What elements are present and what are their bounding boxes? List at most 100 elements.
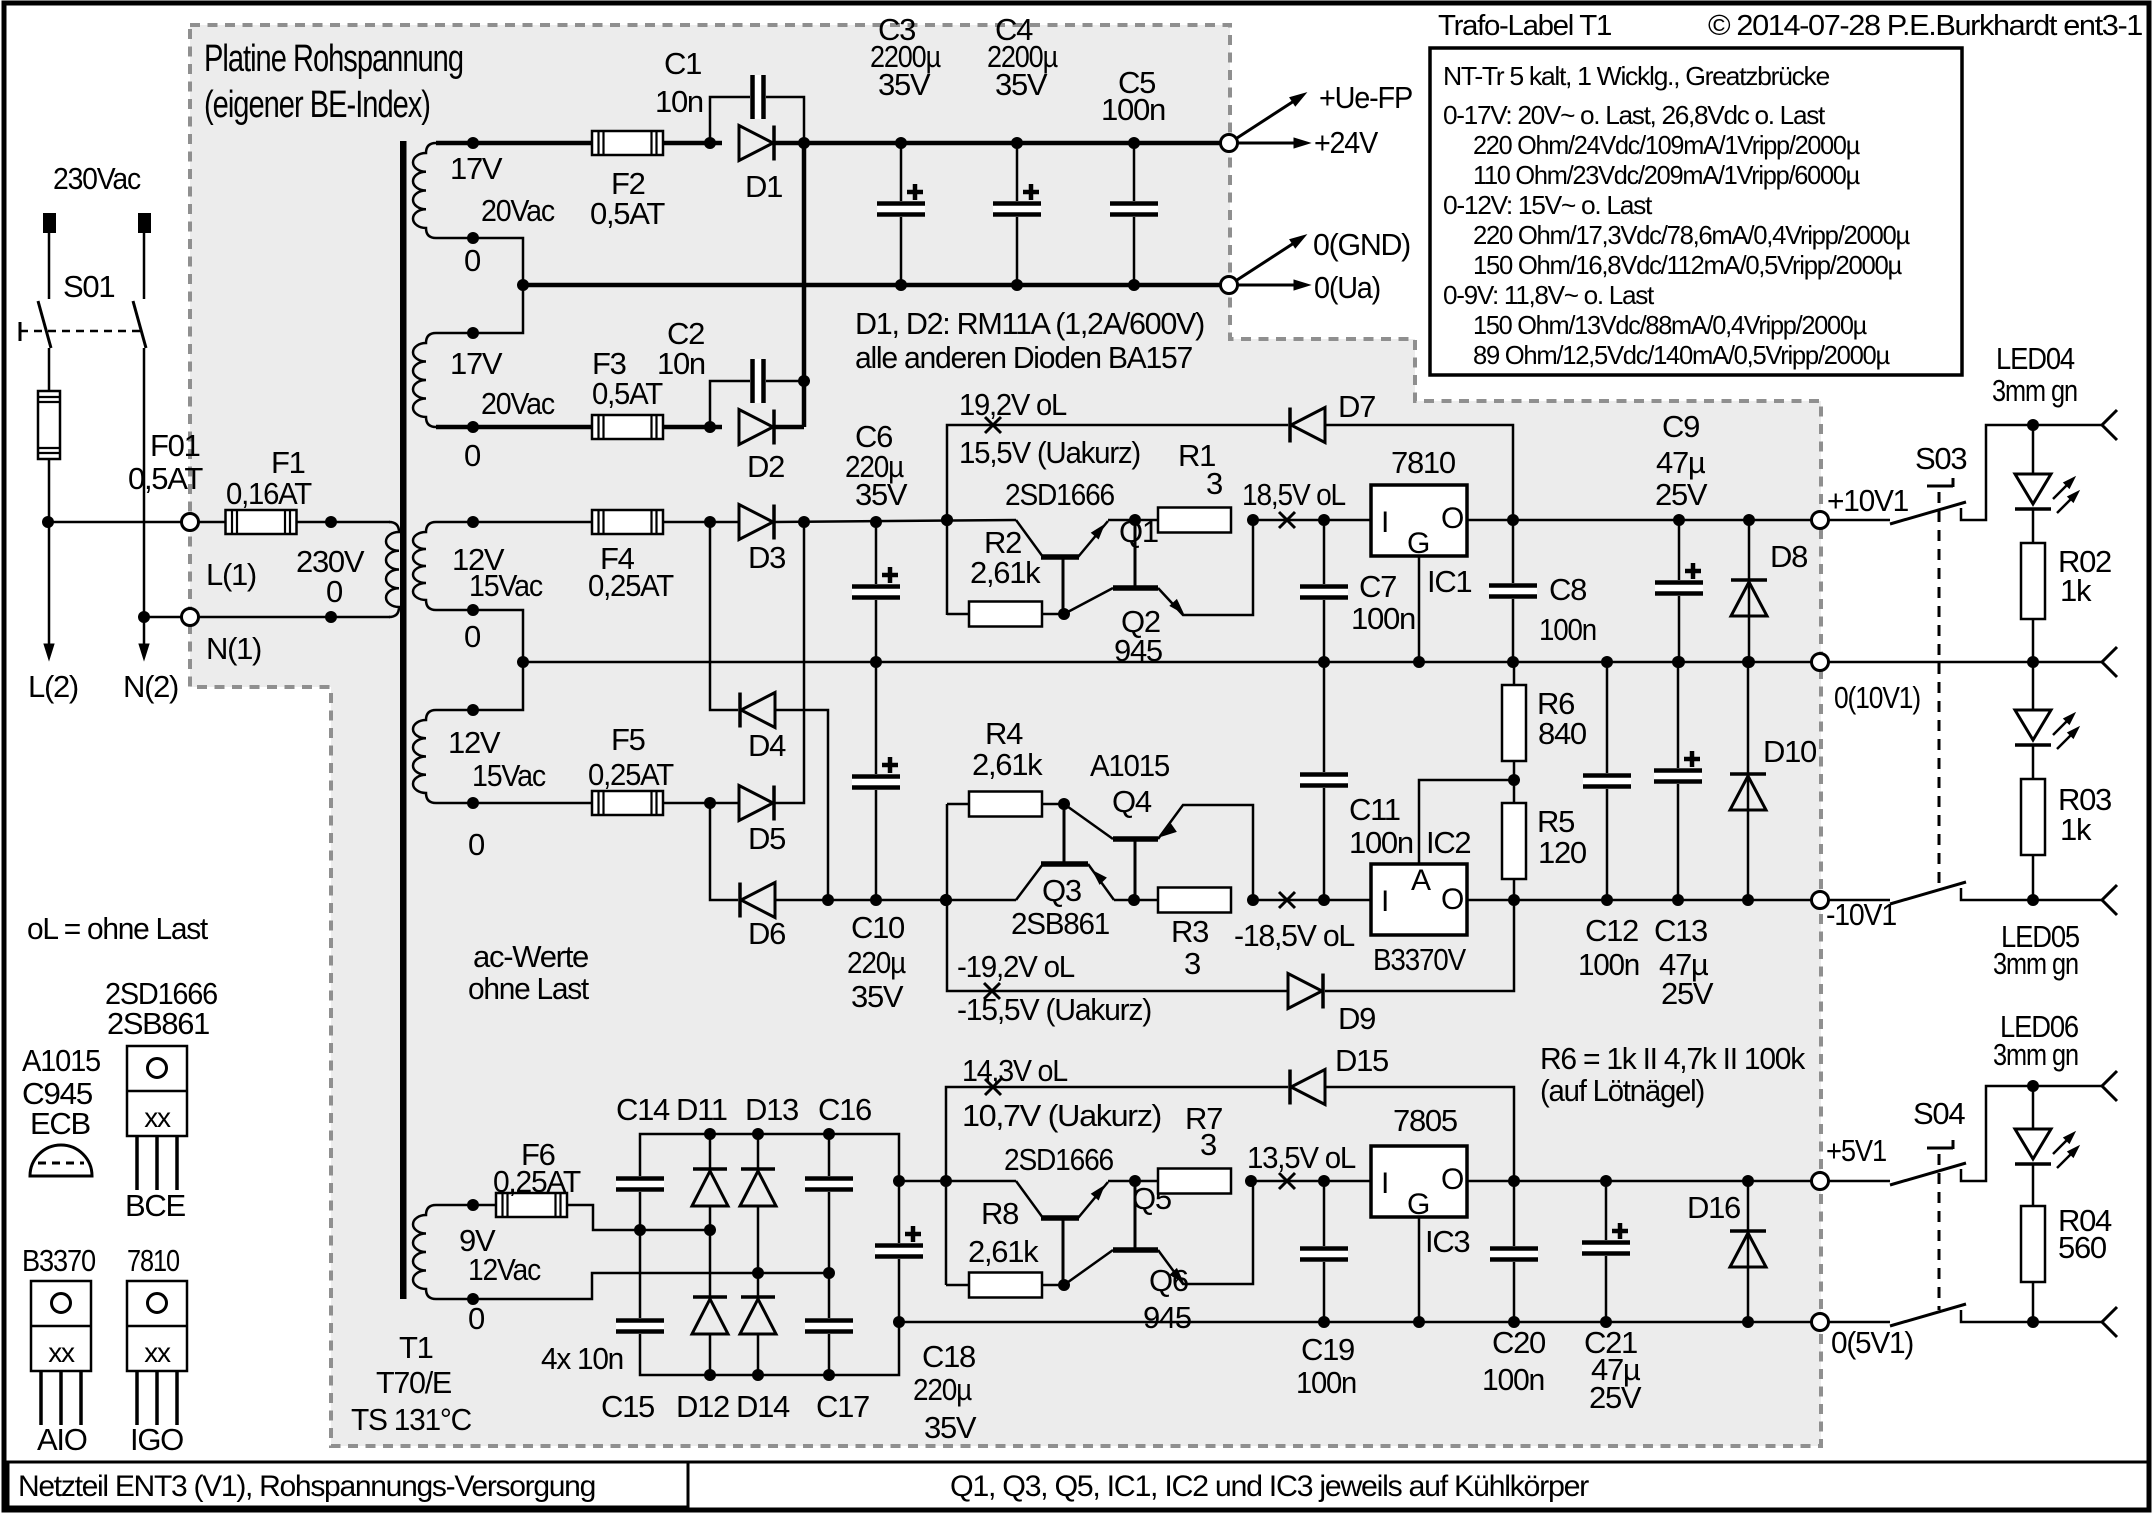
svg-text:3mm gn: 3mm gn: [1993, 946, 2078, 981]
svg-text:Q3: Q3: [1042, 873, 1081, 908]
svg-text:D3: D3: [748, 540, 785, 575]
svg-text:C7: C7: [1359, 569, 1396, 604]
svg-text:IGO: IGO: [130, 1422, 183, 1457]
svg-text:20Vac: 20Vac: [481, 193, 555, 228]
svg-text:F01: F01: [150, 428, 200, 463]
svg-text:R3: R3: [1171, 914, 1208, 949]
svg-text:20Vac: 20Vac: [481, 386, 555, 421]
svg-text:150 Ohm/16,8Vdc/112mA/0,5Vripp: 150 Ohm/16,8Vdc/112mA/0,5Vripp/2000µ: [1473, 250, 1902, 280]
svg-text:35V: 35V: [855, 477, 908, 512]
svg-text:Platine Rohspannung: Platine Rohspannung: [204, 38, 463, 80]
svg-text:C1: C1: [664, 46, 701, 81]
svg-text:C4: C4: [995, 12, 1033, 47]
svg-text:+10V1: +10V1: [1827, 483, 1908, 518]
svg-text:C2: C2: [667, 316, 704, 351]
svg-text:+Ue-FP: +Ue-FP: [1319, 80, 1413, 115]
svg-text:R8: R8: [981, 1196, 1018, 1231]
svg-text:xx: xx: [48, 1337, 75, 1368]
svg-text:220 Ohm/24Vdc/109mA/1Vripp/200: 220 Ohm/24Vdc/109mA/1Vripp/2000µ: [1473, 130, 1860, 160]
svg-text:0,5AT: 0,5AT: [590, 196, 665, 231]
svg-text:alle anderen Dioden BA157: alle anderen Dioden BA157: [855, 340, 1192, 375]
svg-text:AIO: AIO: [37, 1422, 87, 1457]
svg-text:S04: S04: [1913, 1096, 1965, 1131]
svg-text:F3: F3: [592, 346, 626, 381]
svg-text:17V: 17V: [450, 346, 503, 381]
svg-text:0-9V: 11,8V~ o. Last: 0-9V: 11,8V~ o. Last: [1443, 280, 1655, 310]
svg-text:0(Ua): 0(Ua): [1314, 270, 1380, 305]
svg-text:220µ: 220µ: [847, 945, 906, 980]
svg-text:Q1, Q3, Q5, IC1, IC2 und IC3 j: Q1, Q3, Q5, IC1, IC2 und IC3 jeweils auf…: [950, 1470, 1589, 1503]
svg-text:LED04: LED04: [1996, 341, 2075, 376]
svg-text:0: 0: [464, 438, 481, 473]
svg-text:18,5V oL: 18,5V oL: [1242, 477, 1346, 512]
svg-text:R7: R7: [1185, 1101, 1222, 1136]
svg-text:R04: R04: [2058, 1203, 2112, 1238]
svg-text:D7: D7: [1338, 389, 1375, 424]
svg-text:Trafo-Label T1: Trafo-Label T1: [1438, 10, 1611, 42]
svg-text:xx: xx: [144, 1102, 171, 1133]
svg-text:25V: 25V: [1661, 976, 1714, 1011]
svg-text:2SB861: 2SB861: [1011, 906, 1109, 941]
svg-text:ECB: ECB: [30, 1106, 90, 1141]
svg-text:IC2: IC2: [1426, 825, 1470, 860]
svg-text:2,61k: 2,61k: [972, 747, 1043, 782]
svg-text:15Vac: 15Vac: [469, 568, 543, 603]
svg-text:D13: D13: [745, 1092, 798, 1127]
svg-text:F6: F6: [521, 1137, 555, 1172]
svg-text:IC3: IC3: [1425, 1224, 1469, 1259]
svg-text:220 Ohm/17,3Vdc/78,6mA/0,4Vrip: 220 Ohm/17,3Vdc/78,6mA/0,4Vripp/2000µ: [1473, 220, 1910, 250]
svg-text:7810: 7810: [1391, 445, 1456, 480]
svg-text:L(1): L(1): [206, 557, 256, 592]
svg-text:C21: C21: [1584, 1325, 1637, 1360]
svg-text:F2: F2: [611, 166, 645, 201]
svg-text:O: O: [1441, 502, 1463, 535]
svg-text:10n: 10n: [657, 346, 705, 381]
svg-text:12Vac: 12Vac: [468, 1252, 541, 1287]
svg-text:R6 = 1k II 4,7k II 100k: R6 = 1k II 4,7k II 100k: [1540, 1041, 1806, 1076]
svg-text:0: 0: [326, 574, 343, 609]
svg-text:LED05: LED05: [2001, 919, 2079, 954]
svg-text:2SD1666: 2SD1666: [1004, 1142, 1113, 1177]
svg-text:C18: C18: [922, 1339, 975, 1374]
svg-text:+24V: +24V: [1314, 125, 1379, 160]
svg-text:Q6: Q6: [1149, 1263, 1188, 1298]
svg-text:C10: C10: [851, 910, 905, 945]
svg-text:ohne Last: ohne Last: [468, 971, 590, 1006]
svg-text:12V: 12V: [448, 725, 501, 760]
svg-text:2,61k: 2,61k: [968, 1234, 1039, 1269]
svg-text:O: O: [1441, 883, 1463, 916]
svg-text:0,25AT: 0,25AT: [588, 757, 674, 792]
svg-text:0,16AT: 0,16AT: [226, 476, 312, 511]
svg-text:© 2014-07-28 P.E.Burkhardt ent: © 2014-07-28 P.E.Burkhardt ent3-1: [1708, 10, 2142, 42]
svg-text:0-17V: 20V~ o. Last, 26,8Vdc: 0-17V: 20V~ o. Last, 26,8Vdc o. Last: [1443, 100, 1826, 130]
svg-text:ac-Werte: ac-Werte: [473, 939, 588, 974]
svg-text:D15: D15: [1335, 1043, 1388, 1078]
svg-text:7805: 7805: [1393, 1103, 1457, 1138]
svg-text:TS 131°C: TS 131°C: [351, 1402, 472, 1437]
svg-text:17V: 17V: [450, 151, 503, 186]
svg-text:14,3V oL: 14,3V oL: [962, 1053, 1068, 1088]
svg-text:120: 120: [1538, 835, 1587, 870]
svg-text:R02: R02: [2058, 544, 2111, 579]
svg-text:0,5AT: 0,5AT: [592, 376, 663, 411]
svg-text:47µ: 47µ: [1591, 1352, 1641, 1387]
svg-text:13,5V oL: 13,5V oL: [1247, 1140, 1356, 1175]
svg-text:230V: 230V: [296, 544, 365, 579]
svg-text:D2: D2: [747, 449, 784, 484]
svg-text:G: G: [1407, 1188, 1429, 1221]
svg-text:S03: S03: [1915, 441, 1966, 476]
svg-text:945: 945: [1114, 633, 1162, 668]
svg-text:C17: C17: [816, 1389, 869, 1424]
svg-text:A1015: A1015: [1090, 748, 1169, 783]
svg-text:100n: 100n: [1349, 825, 1413, 860]
svg-text:Q4: Q4: [1112, 784, 1152, 819]
svg-text:A1015: A1015: [22, 1043, 100, 1078]
svg-text:-10V1: -10V1: [1826, 897, 1896, 932]
svg-text:2SD1666: 2SD1666: [105, 976, 217, 1011]
svg-text:G: G: [1407, 527, 1429, 560]
svg-text:100n: 100n: [1351, 601, 1415, 636]
svg-text:0,5AT: 0,5AT: [128, 461, 203, 496]
svg-text:C3: C3: [878, 12, 915, 47]
svg-text:T70/E: T70/E: [376, 1365, 452, 1400]
svg-text:0: 0: [464, 243, 481, 278]
